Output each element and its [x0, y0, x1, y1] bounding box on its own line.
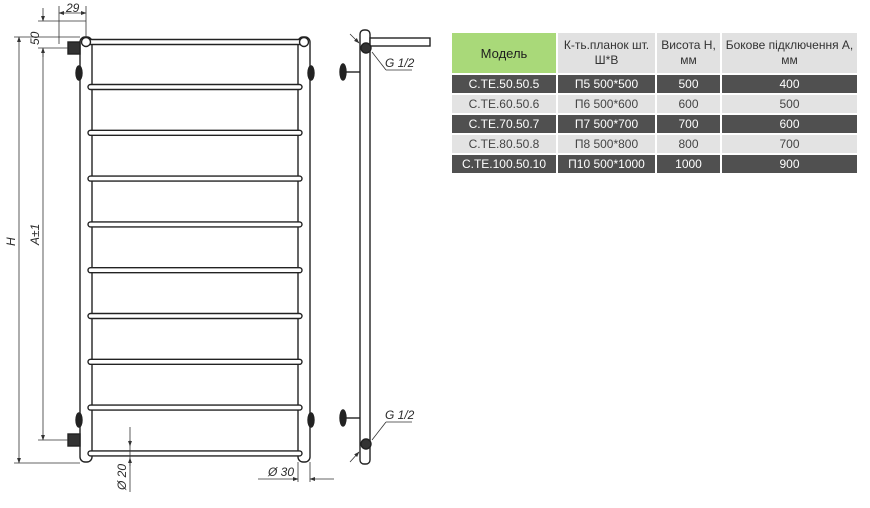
thread-top-label: G 1/2	[385, 56, 415, 70]
side-top-bracket-plate	[339, 63, 347, 81]
cell-side-connection: 500	[722, 95, 857, 113]
front-view	[67, 36, 315, 463]
crossbar	[87, 221, 303, 228]
table-row: C.TE.60.50.6 П6 500*600 600 500	[452, 95, 857, 113]
dim-29-label: 29	[65, 1, 80, 15]
table-header-row: Модель К-ть.планок шт. Ш*В Висота Н, мм …	[452, 33, 857, 73]
header-height: Висота Н, мм	[657, 33, 720, 73]
cell-bars: П5 500*500	[558, 75, 655, 93]
side-rail	[359, 29, 371, 465]
bracket-bottom-right	[307, 412, 315, 428]
dim-h-label: H	[4, 237, 18, 246]
cell-side-connection: 700	[722, 135, 857, 153]
cell-side-connection: 400	[722, 75, 857, 93]
cell-height: 1000	[657, 155, 720, 173]
side-top-fitting	[360, 42, 372, 54]
cell-model: C.TE.50.50.5	[452, 75, 556, 93]
cell-bars: П8 500*800	[558, 135, 655, 153]
crossbar	[87, 450, 303, 457]
top-left-cap	[80, 36, 92, 48]
bracket-top-left	[75, 65, 83, 81]
crossbar	[87, 267, 303, 274]
dim-a-label: A±1	[28, 224, 42, 246]
cell-side-connection: 600	[722, 115, 857, 133]
cell-height: 500	[657, 75, 720, 93]
cell-model: C.TE.70.50.7	[452, 115, 556, 133]
table-row: C.TE.70.50.7 П7 500*700 700 600	[452, 115, 857, 133]
bracket-bottom-left	[75, 412, 83, 428]
side-bottom-bracket-plate	[339, 409, 347, 427]
table-row: C.TE.100.50.10 П10 500*1000 1000 900	[452, 155, 857, 173]
crossbar	[87, 83, 303, 91]
cell-bars: П6 500*600	[558, 95, 655, 113]
bottom-connector	[67, 433, 81, 447]
cell-bars: П10 500*1000	[558, 155, 655, 173]
right-rail	[297, 36, 311, 463]
side-leaders	[349, 33, 412, 463]
left-rail	[79, 36, 93, 463]
dimension-lines	[14, 6, 334, 492]
crossbar	[87, 38, 303, 46]
cell-side-connection: 900	[722, 155, 857, 173]
thread-bottom-label: G 1/2	[385, 408, 415, 422]
cell-height: 800	[657, 135, 720, 153]
header-model: Модель	[452, 33, 556, 73]
side-view	[339, 29, 431, 465]
side-top-pipe	[369, 37, 431, 47]
header-bars: К-ть.планок шт. Ш*В	[558, 33, 655, 73]
crossbar	[87, 175, 303, 182]
header-side-connection: Бокове підключення А, мм	[722, 33, 857, 73]
crossbar	[87, 312, 303, 320]
bracket-top-right	[307, 65, 315, 81]
model-spec-table: Модель К-ть.планок шт. Ш*В Висота Н, мм …	[450, 31, 859, 175]
top-right-cap	[298, 36, 310, 48]
cell-bars: П7 500*700	[558, 115, 655, 133]
cell-model: C.TE.60.50.6	[452, 95, 556, 113]
side-bottom-fitting	[360, 438, 372, 450]
cell-model: C.TE.100.50.10	[452, 155, 556, 173]
dim-d20-label: Ø 20	[115, 464, 129, 491]
cell-model: C.TE.80.50.8	[452, 135, 556, 153]
crossbar	[87, 358, 303, 365]
dim-50-label: 50	[28, 31, 42, 45]
cell-height: 600	[657, 95, 720, 113]
crossbar	[87, 129, 303, 137]
table-row: C.TE.50.50.5 П5 500*500 500 400	[452, 75, 857, 93]
dim-d30-label: Ø 30	[267, 465, 294, 479]
crossbars	[87, 38, 303, 457]
crossbar	[87, 404, 303, 411]
table-row: C.TE.80.50.8 П8 500*800 800 700	[452, 135, 857, 153]
cell-height: 700	[657, 115, 720, 133]
top-connector	[67, 41, 81, 55]
